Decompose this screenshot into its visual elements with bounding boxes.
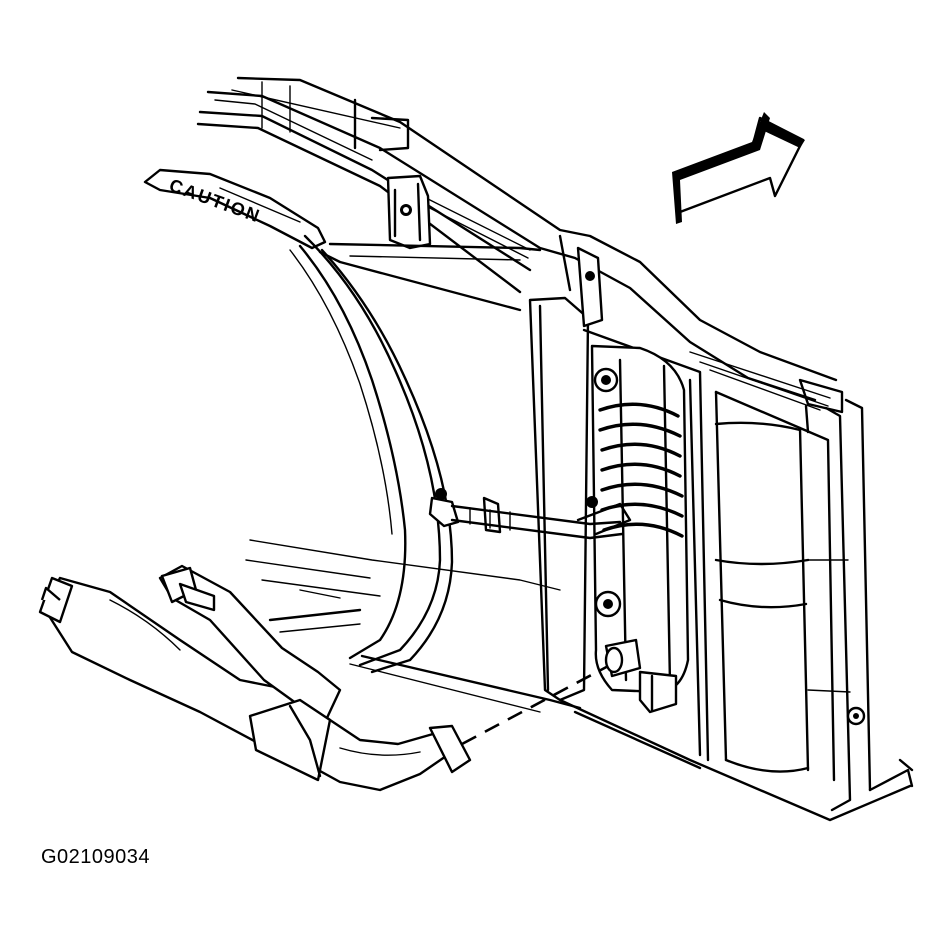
radiator-outlet-tank <box>558 234 690 714</box>
hose-retainer-strap <box>428 488 632 540</box>
radiator-upper-support <box>196 76 844 434</box>
frame-rail-lines <box>245 539 582 713</box>
forward-arrow-icon <box>672 112 805 224</box>
figure-id-label: G02109034 <box>41 846 151 868</box>
upper-mount-bracket <box>386 174 432 250</box>
lower-radiator-hose <box>38 564 642 792</box>
radiator-core <box>528 296 914 822</box>
